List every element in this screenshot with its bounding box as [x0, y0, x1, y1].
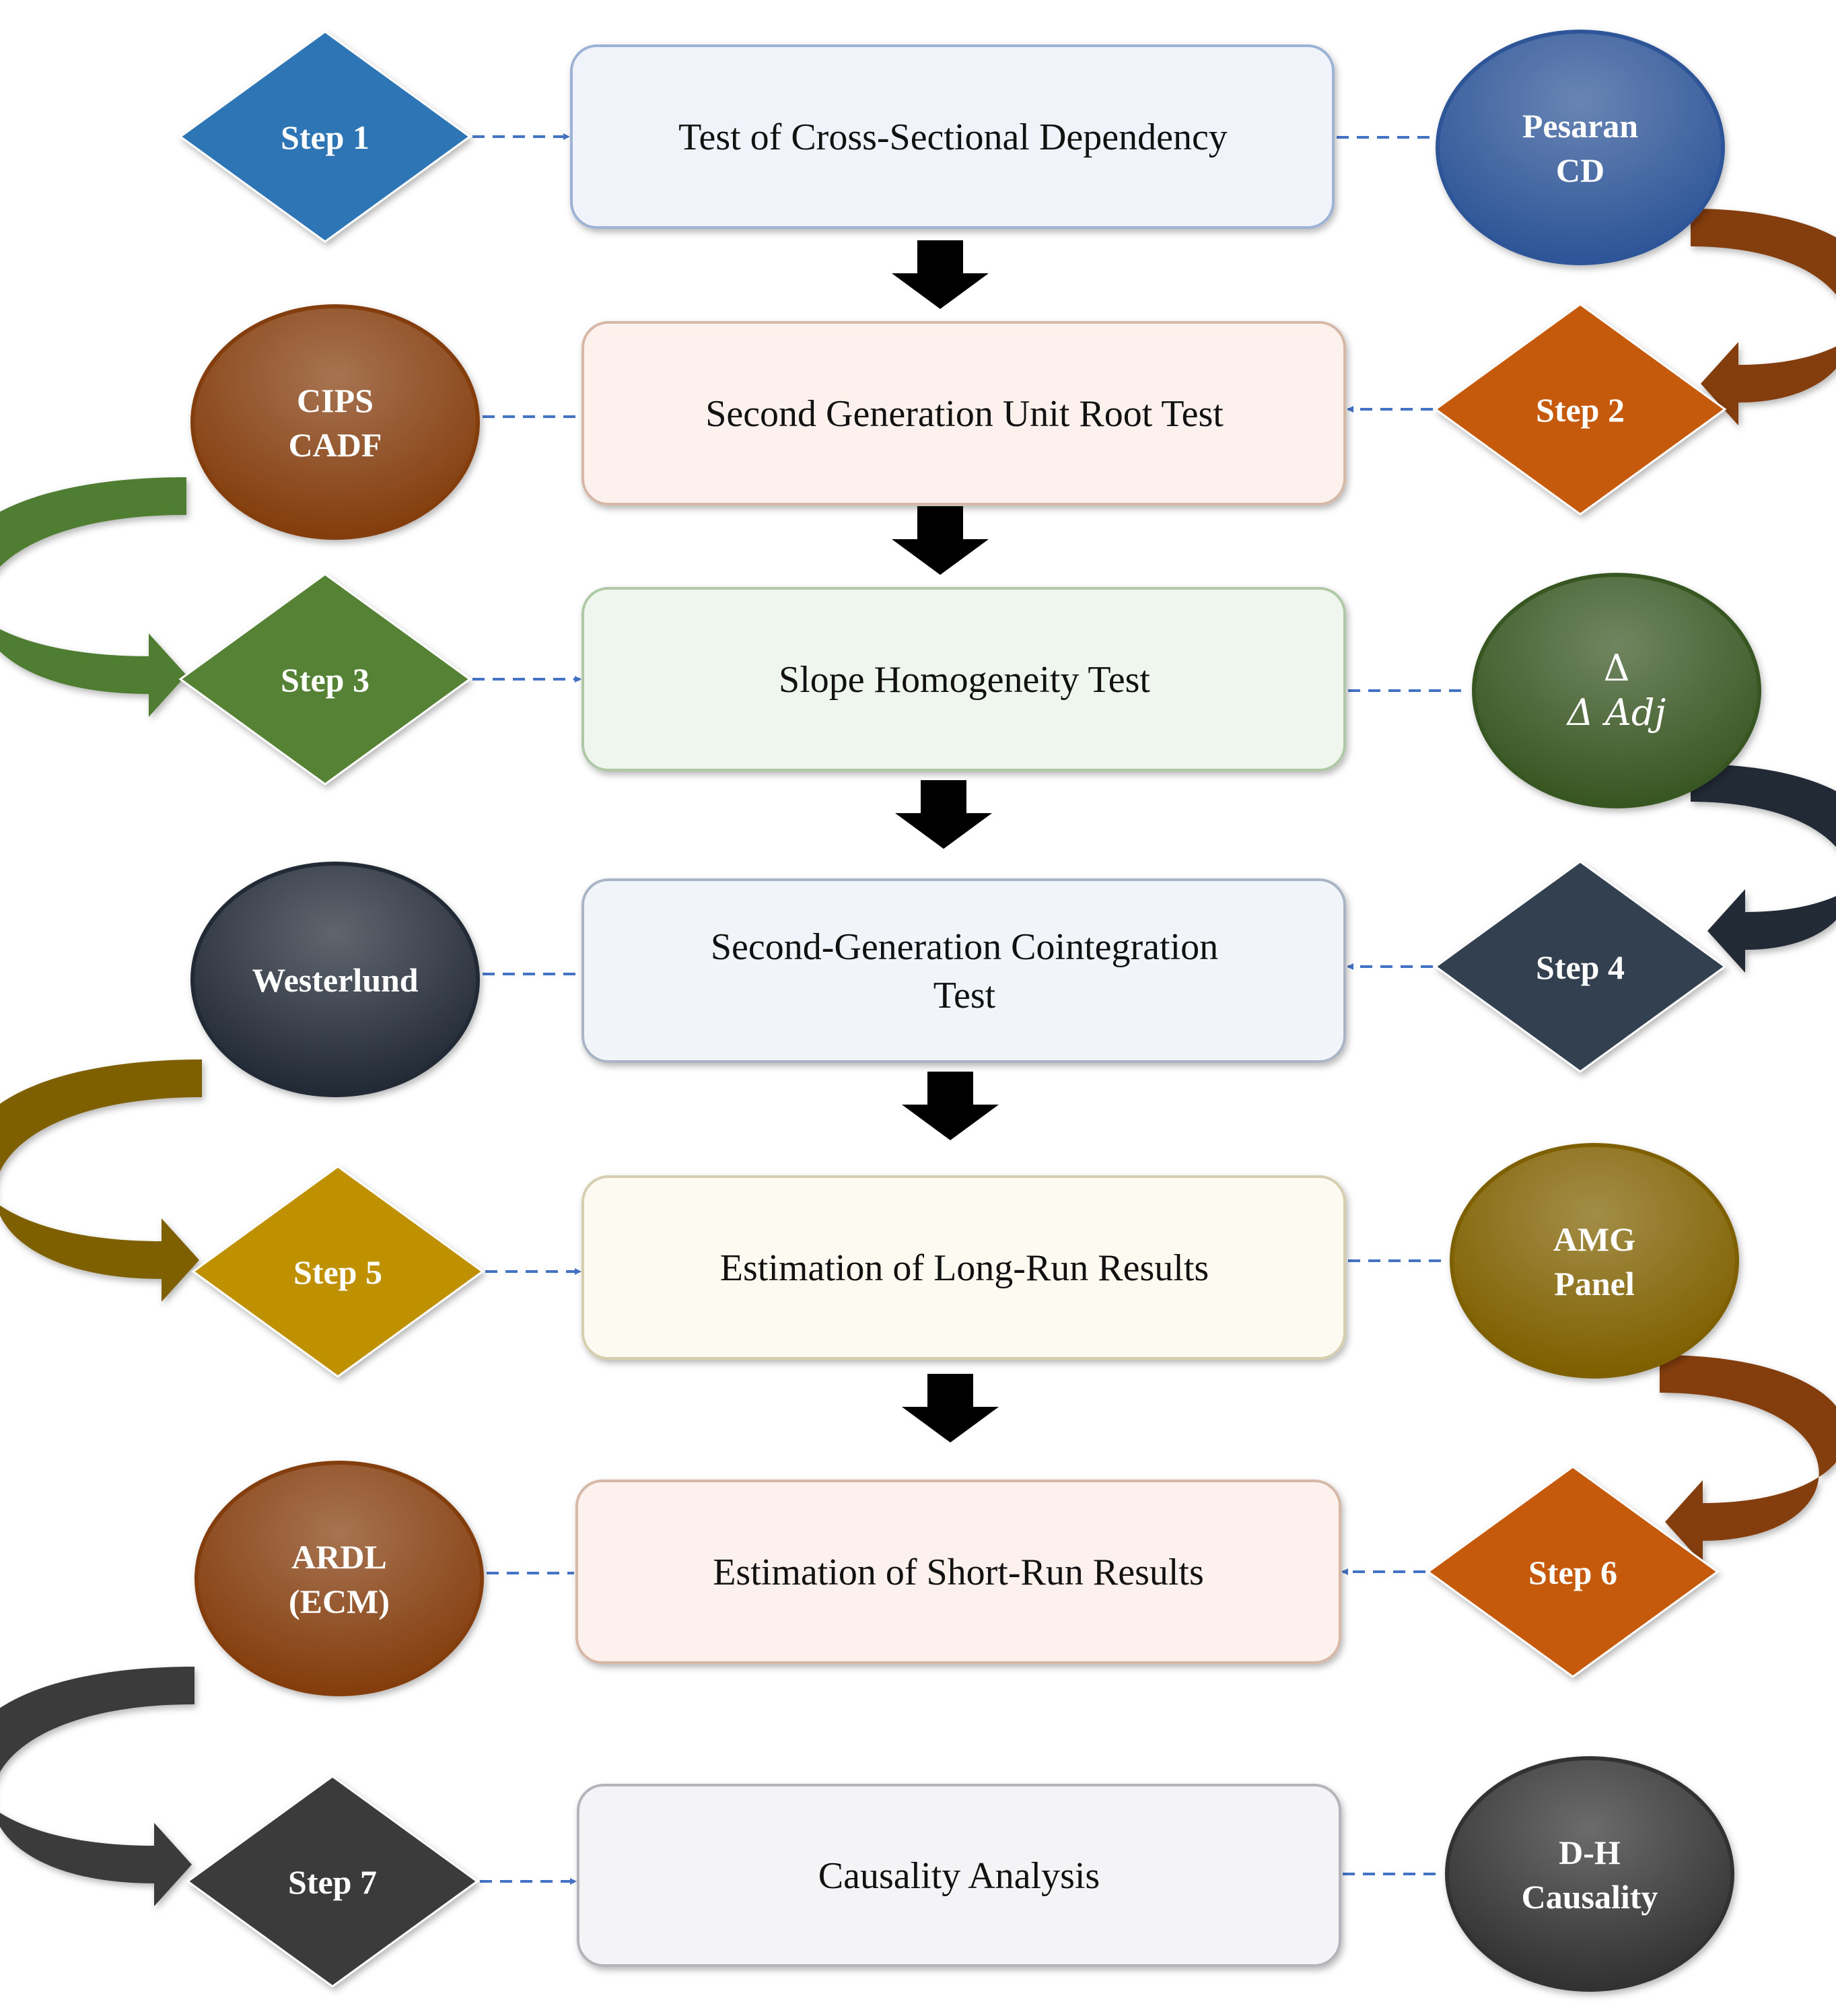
process-box-long-run-results	[581, 1175, 1346, 1360]
step-row-6: Estimation of Short-Run Results Step 6 A…	[195, 1461, 1720, 1696]
process-box-title: Second Generation Unit Root Test	[705, 393, 1224, 435]
step-6-diamond	[1426, 1465, 1720, 1678]
down-arrow-icon	[902, 1072, 999, 1140]
method-label: Panel	[1554, 1265, 1635, 1302]
process-box-title: Estimation of Long-Run Results	[720, 1247, 1209, 1289]
step-7-diamond	[186, 1775, 479, 1988]
process-box-title: Slope Homogeneity Test	[779, 659, 1150, 701]
process-box-title: Second-Generation Cointegration	[711, 926, 1218, 968]
process-box-title: Test	[933, 975, 996, 1016]
step-3-diamond	[178, 573, 472, 786]
dashed-connectors-layer	[472, 133, 1469, 1885]
method-label: Δ	[1604, 647, 1630, 689]
method-label: Δ Adj	[1566, 691, 1666, 734]
down-arrows-layer	[892, 240, 999, 1443]
method-label: Pesaran	[1522, 107, 1638, 145]
method-label: Westerlund	[252, 961, 418, 999]
step-2-diamond	[1434, 303, 1727, 516]
step-row-4: Second-Generation Cointegration Test Ste…	[190, 860, 1727, 1097]
method-label: Causality	[1522, 1878, 1658, 1916]
oval-gloss	[1449, 1760, 1730, 1988]
curved-arrow-icon	[1660, 1355, 1836, 1564]
oval-gloss	[1454, 1147, 1735, 1375]
curved-arrow-icon	[1691, 764, 1836, 973]
oval-gloss	[195, 308, 476, 536]
method-label: CADF	[289, 426, 382, 464]
step-label: Step 7	[288, 1863, 377, 1901]
oval-gloss	[199, 1465, 480, 1692]
down-arrow-icon	[895, 780, 992, 849]
step-4-diamond	[1434, 860, 1727, 1073]
step-row-5: Estimation of Long-Run Results Step 5 AM…	[191, 1143, 1739, 1379]
step-5-diamond	[191, 1165, 485, 1378]
down-arrow-icon	[902, 1374, 999, 1443]
oval-gloss	[195, 866, 476, 1093]
process-box-cointegration-test	[581, 878, 1346, 1063]
step-label: Step 2	[1536, 391, 1625, 429]
step-row-1: Test of Cross-Sectional Dependency Step …	[178, 30, 1725, 265]
process-box-cross-sectional-dependency	[570, 44, 1335, 229]
oval-gloss	[1476, 577, 1757, 804]
process-box-title: Estimation of Short-Run Results	[713, 1552, 1204, 1593]
method-label: D-H	[1559, 1834, 1621, 1871]
oval-gloss	[1440, 34, 1721, 261]
process-box-slope-homogeneity	[581, 587, 1346, 771]
method-label: CIPS	[297, 382, 374, 419]
curved-arrow-icon	[0, 477, 186, 717]
process-box-causality-analysis	[577, 1784, 1341, 1967]
step-row-2: Second Generation Unit Root Test Step 2 …	[190, 303, 1727, 540]
curved-arrow-icon	[0, 1059, 202, 1302]
step-label: Step 5	[293, 1253, 382, 1291]
curved-arrow-icon	[1691, 209, 1836, 425]
step-row-7: Causality Analysis Step 7 D-H Causality	[186, 1756, 1734, 1992]
down-arrow-icon	[892, 240, 989, 309]
step-label: Step 3	[281, 661, 369, 699]
step-label: Step 6	[1528, 1554, 1617, 1591]
method-label: CD	[1556, 151, 1604, 189]
method-label: (ECM)	[289, 1583, 390, 1620]
step-label: Step 4	[1536, 948, 1625, 986]
step-1-diamond	[178, 30, 472, 243]
process-box-title: Causality Analysis	[818, 1855, 1100, 1897]
step-row-3: Slope Homogeneity Test Step 3 Δ Δ Adj	[178, 573, 1761, 808]
process-box-title: Test of Cross-Sectional Dependency	[678, 116, 1228, 158]
method-label: AMG	[1553, 1220, 1635, 1258]
method-label: ARDL	[291, 1538, 387, 1576]
process-box-unit-root-test	[581, 321, 1346, 506]
curved-arrow-icon	[0, 1667, 195, 1906]
curved-arrows-layer	[0, 209, 1836, 1906]
down-arrow-icon	[892, 506, 989, 575]
process-box-short-run-results	[575, 1480, 1341, 1664]
step-label: Step 1	[281, 118, 369, 156]
